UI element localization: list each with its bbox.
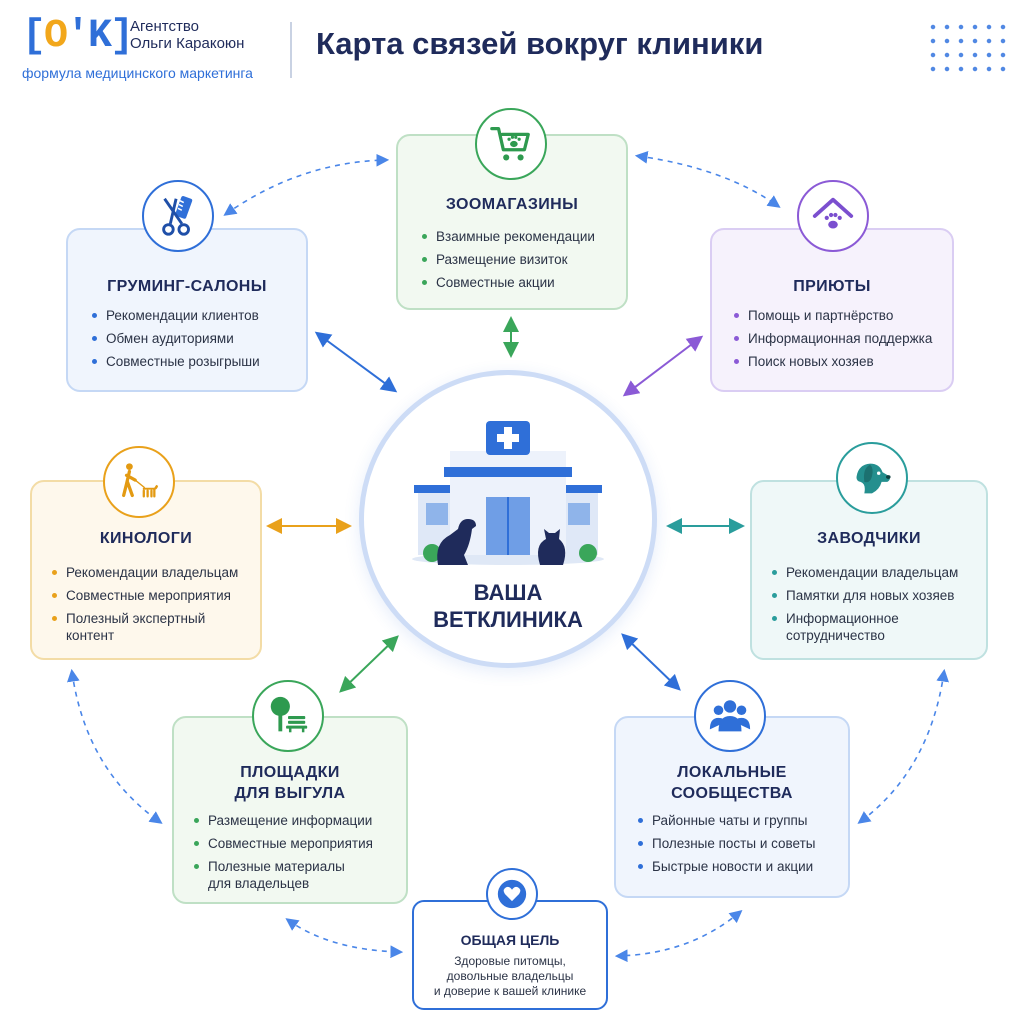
card-list: Районные чаты и группы Полезные посты и …: [636, 812, 815, 881]
arrow-communities: [621, 633, 681, 691]
dashed-arrow-petstores-shelters: [634, 150, 781, 208]
dashed-arrow-parks-goal: [285, 918, 404, 959]
list-item: Совместные розыгрыши: [90, 353, 260, 370]
list-item: Поиск новых хозяев: [732, 353, 932, 370]
card-title: КИНОЛОГИ: [99, 530, 193, 547]
badge-trainers: [103, 446, 175, 518]
dashed-arrow-breeders-communities: [857, 668, 949, 824]
vet-clinic-building-icon: [412, 421, 604, 565]
card-title: ПРИЮТЫ: [793, 278, 871, 295]
list-item: Полезные материалы для владельцев: [192, 858, 368, 892]
logo-name: Агентство Ольги Каракоюн: [130, 18, 290, 52]
dashed-arrow-trainers-parks: [67, 668, 163, 824]
card-title: ЛОКАЛЬНЫЕ СООБЩЕСТВА: [616, 762, 848, 804]
list-item: Взаимные рекомендации: [420, 228, 595, 245]
header-divider: [290, 22, 292, 78]
dog-head-icon: [856, 463, 891, 494]
card-title-line-1: ПЛОЩАДКИ: [240, 764, 340, 781]
logo-line-2: Ольги Каракоюн: [130, 35, 245, 52]
arrow-grooming: [314, 331, 398, 393]
badge-parks: [252, 680, 324, 752]
goal-text: Здоровые питомцы, довольные владельцы и …: [420, 954, 600, 999]
list-item: Информационная поддержка: [732, 330, 932, 347]
people-group-icon: [709, 700, 751, 732]
card-title: ГРУМИНГ-САЛОНЫ: [107, 278, 267, 295]
list-item: Совместные акции: [420, 274, 595, 291]
page-title: Карта связей вокруг клиники: [316, 26, 764, 61]
dashed-arrow-grooming-petstores: [223, 153, 390, 216]
center-title-line-2: ВЕТКЛИНИКА: [433, 607, 583, 632]
goal-text-line-2: довольные владельцы: [446, 969, 574, 983]
arrow-parks: [339, 635, 399, 693]
list-item: Рекомендации владельцам: [770, 564, 980, 581]
heart-icon: [497, 879, 527, 909]
scissors-comb-icon: [162, 196, 193, 236]
tree-bench-icon: [270, 696, 308, 733]
center-title: ВАША ВЕТКЛИНИКА: [364, 579, 652, 633]
badge-breeders: [836, 442, 908, 514]
list-item: Полезный экспертный контент: [50, 610, 236, 644]
goal-text-line-3: и доверие к вашей клинике: [433, 984, 587, 998]
person-walking-dog-icon: [122, 463, 159, 498]
card-list: Взаимные рекомендации Размещение визиток…: [420, 228, 595, 297]
decorative-dots: [926, 20, 1006, 80]
list-item: Обмен аудиториями: [90, 330, 260, 347]
list-item: Полезные посты и советы: [636, 835, 815, 852]
badge-communities: [694, 680, 766, 752]
card-title: ЗАВОДЧИКИ: [817, 530, 921, 547]
list-item: Размещение информации: [192, 812, 402, 829]
list-item: Быстрые новости и акции: [636, 858, 815, 875]
house-paw-icon: [812, 197, 854, 229]
card-parks: ПЛОЩАДКИ ДЛЯ ВЫГУЛА Размещение информаци…: [172, 716, 408, 904]
card-list: Рекомендации клиентов Обмен аудиториями …: [90, 307, 260, 376]
card-list: Размещение информации Совместные меропри…: [192, 812, 402, 898]
arrow-shelters: [622, 335, 704, 397]
dashed-arrow-communities-goal: [614, 909, 743, 963]
card-shelters: ПРИЮТЫ Помощь и партнёрство Информационн…: [710, 228, 954, 392]
logo-mark: [O'K]: [22, 14, 134, 59]
logo-line-1: Агентство: [130, 18, 199, 35]
center-title-line-1: ВАША: [473, 580, 543, 605]
list-item: Размещение визиток: [420, 251, 595, 268]
card-list: Помощь и партнёрство Информационная подд…: [732, 307, 932, 376]
center-vet-clinic: ВАША ВЕТКЛИНИКА: [359, 370, 657, 668]
list-item: Совместные мероприятия: [50, 587, 250, 604]
card-title: ЗООМАГАЗИНЫ: [445, 196, 579, 213]
card-grooming: ГРУМИНГ-САЛОНЫ Рекомендации клиентов Обм…: [66, 228, 308, 392]
card-title: ПЛОЩАДКИ ДЛЯ ВЫГУЛА: [174, 762, 406, 804]
list-item: Рекомендации владельцам: [50, 564, 250, 581]
shopping-cart-paw-icon: [490, 127, 530, 161]
list-item: Помощь и партнёрство: [732, 307, 932, 324]
card-title-line-2: СООБЩЕСТВА: [671, 785, 793, 802]
list-item: Памятки для новых хозяев: [770, 587, 980, 604]
logo-tagline: формула медицинского маркетинга: [22, 65, 253, 81]
badge-common-goal: [486, 868, 538, 920]
badge-pet-stores: [475, 108, 547, 180]
card-list: Рекомендации владельцам Памятки для новы…: [770, 564, 980, 650]
list-item: Районные чаты и группы: [636, 812, 815, 829]
goal-title: ОБЩАЯ ЦЕЛЬ: [460, 932, 560, 948]
badge-shelters: [797, 180, 869, 252]
badge-grooming: [142, 180, 214, 252]
list-item: Совместные мероприятия: [192, 835, 402, 852]
list-item: Информационное сотрудничество: [770, 610, 936, 644]
goal-text-line-1: Здоровые питомцы,: [454, 954, 566, 968]
card-title-line-2: ДЛЯ ВЫГУЛА: [234, 785, 346, 802]
card-list: Рекомендации владельцам Совместные мероп…: [50, 564, 250, 650]
card-title-line-1: ЛОКАЛЬНЫЕ: [677, 764, 787, 781]
list-item: Рекомендации клиентов: [90, 307, 260, 324]
